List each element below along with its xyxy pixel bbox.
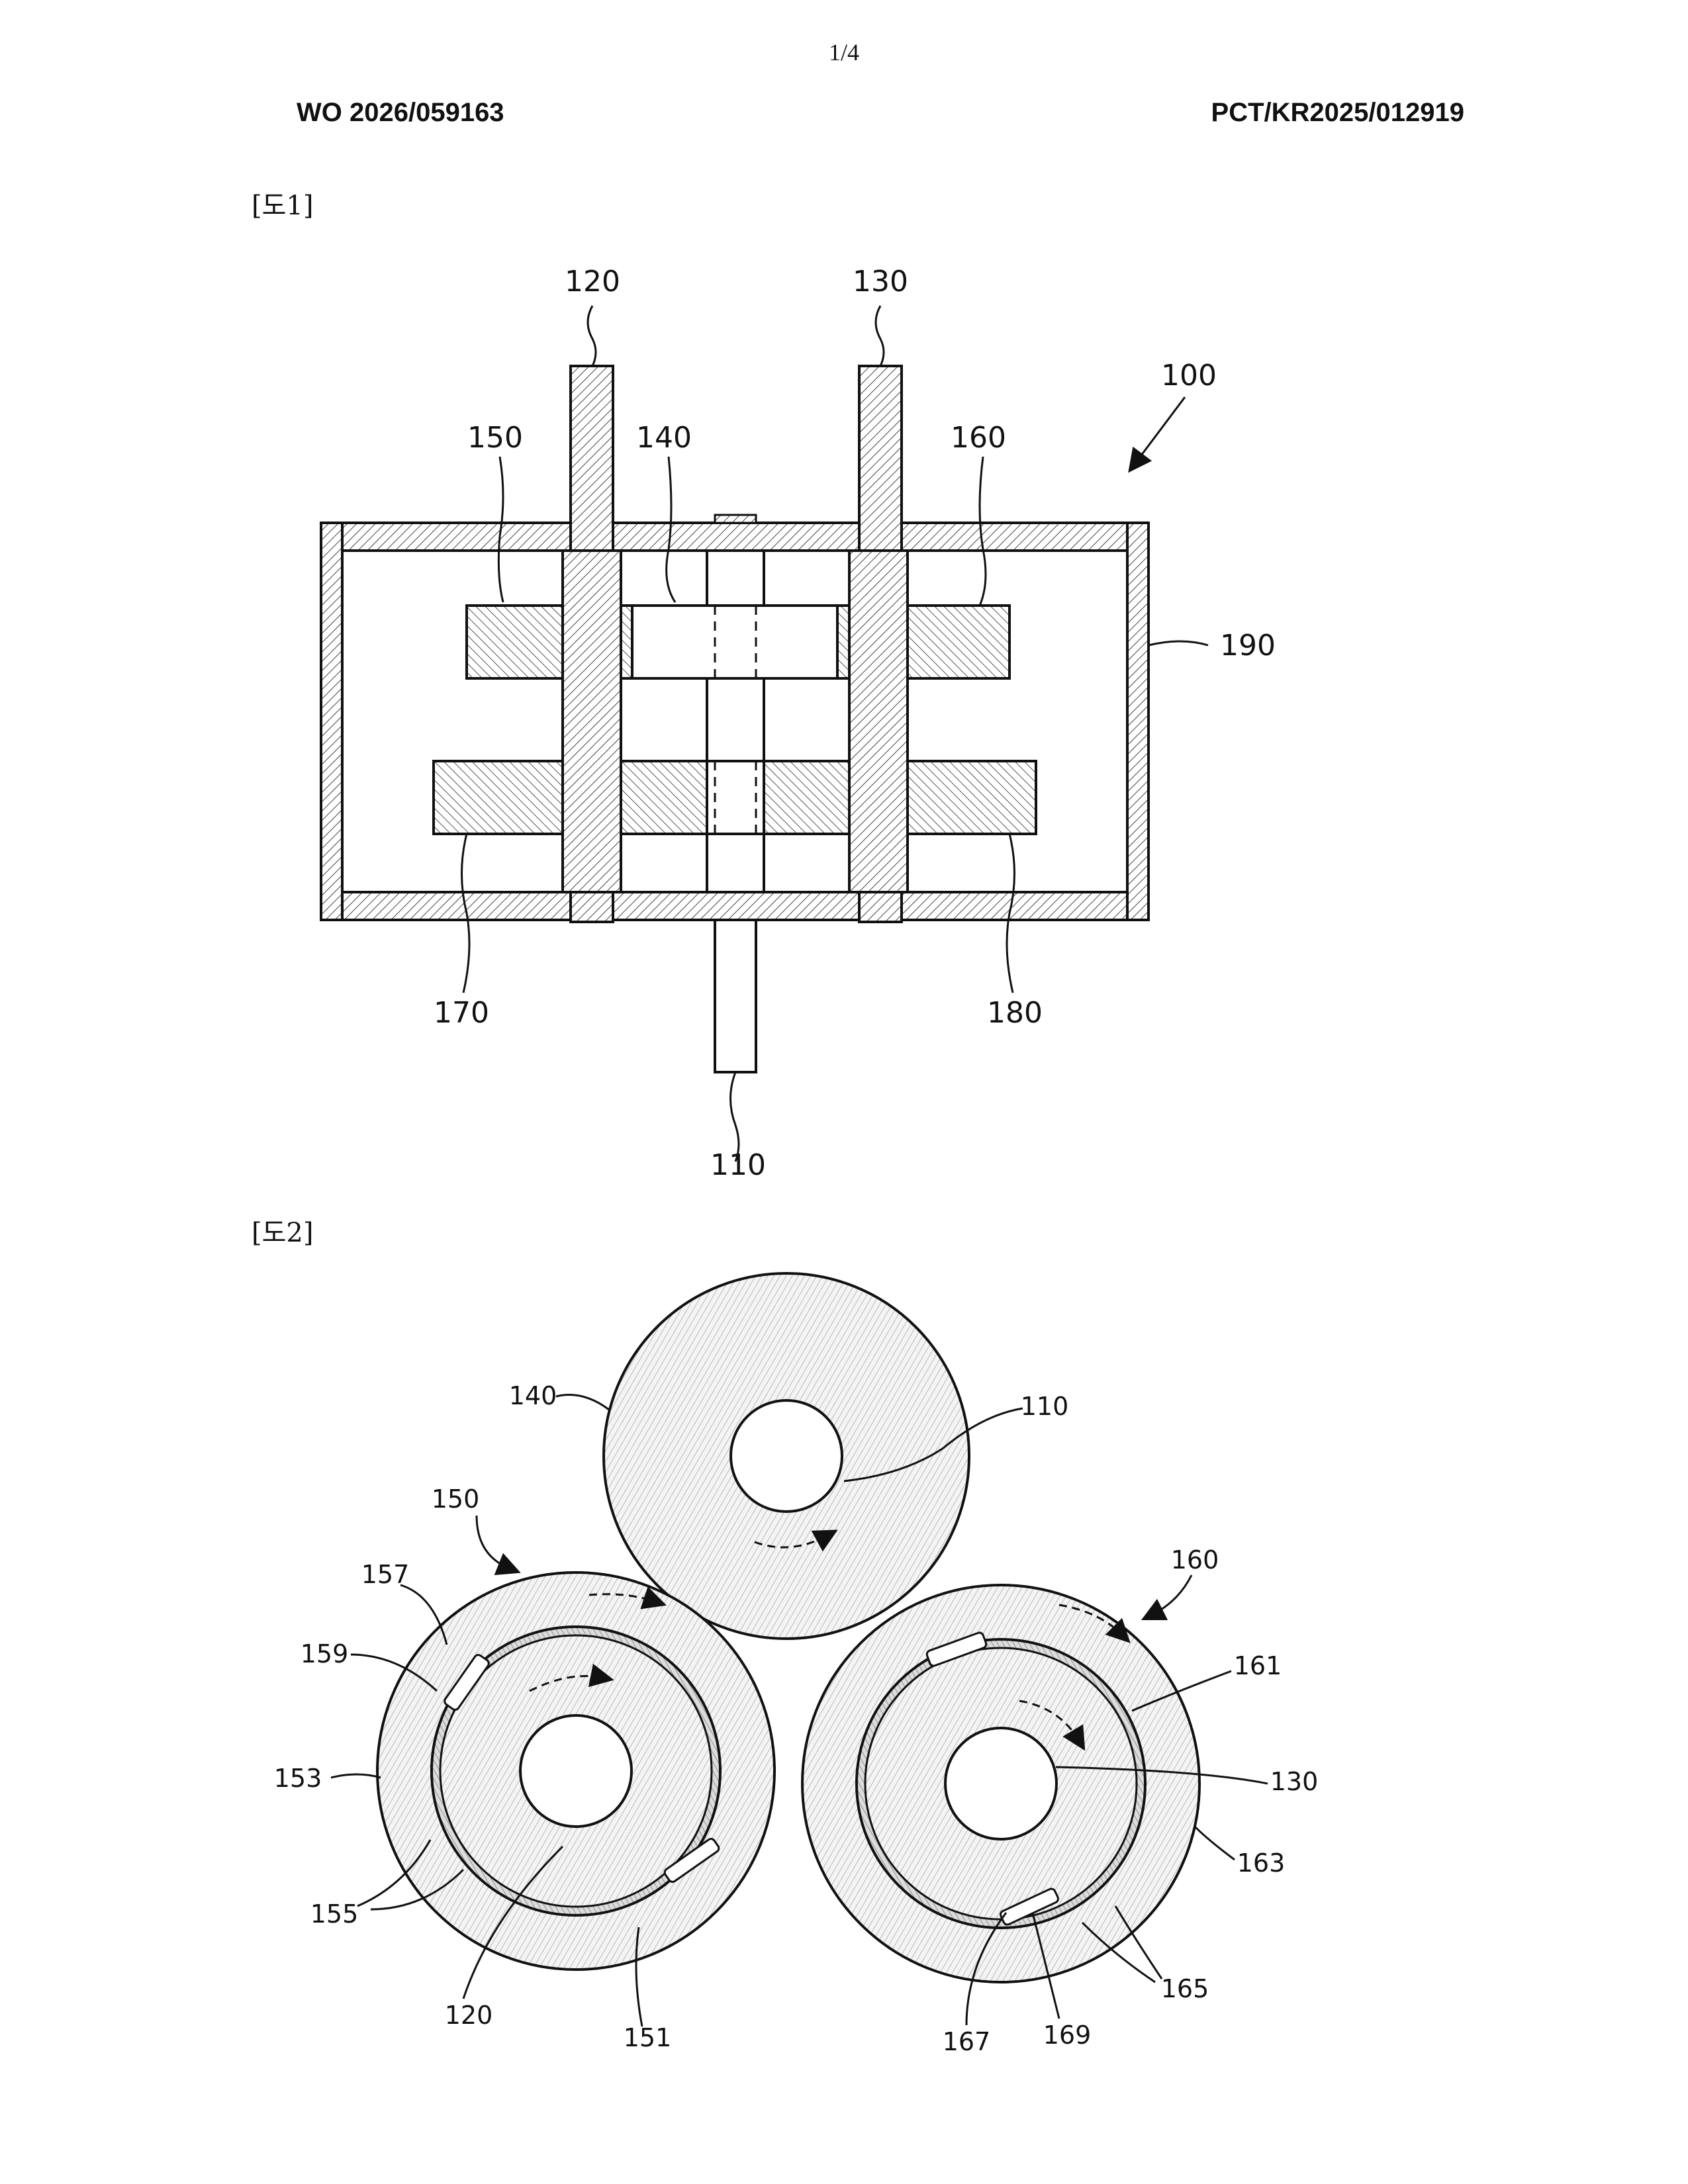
fig2-label-110: 110 <box>1021 1392 1069 1421</box>
housing-right-wall <box>1127 523 1149 920</box>
fig2-label-155: 155 <box>310 1899 359 1929</box>
fig2-label-120: 120 <box>445 2001 493 2030</box>
figure-2: 140 110 150 157 159 153 155 120 151 160 … <box>274 1273 1319 2056</box>
figure-1: 120 130 100 150 140 160 190 170 180 110 <box>321 265 1276 1182</box>
fig2-label-165: 165 <box>1161 1974 1209 2003</box>
label-150: 150 <box>467 421 523 455</box>
fig2-label-140: 140 <box>509 1381 557 1410</box>
housing-top-wall <box>321 523 1149 551</box>
fig2-right-shaft-130 <box>945 1728 1056 1839</box>
fig2-label-130: 130 <box>1270 1767 1319 1796</box>
fig2-label-163: 163 <box>1237 1848 1286 1878</box>
label-100: 100 <box>1161 359 1217 392</box>
fig2-label-157: 157 <box>361 1560 410 1589</box>
center-shaft-110 <box>715 920 756 1072</box>
fig2-center-shaft-110 <box>731 1400 842 1512</box>
label-130: 130 <box>853 265 908 298</box>
label-110: 110 <box>710 1148 766 1182</box>
label-170: 170 <box>434 996 489 1030</box>
fig2-label-167: 167 <box>943 2027 991 2056</box>
fig2-label-151: 151 <box>624 2023 672 2052</box>
label-120: 120 <box>565 265 620 298</box>
fig2-label-150: 150 <box>432 1484 480 1514</box>
label-190: 190 <box>1220 629 1276 662</box>
housing-bottom-wall <box>321 892 1149 920</box>
label-160: 160 <box>951 421 1006 455</box>
center-gear-140 <box>632 606 837 678</box>
center-shaft-column <box>707 551 764 892</box>
fig2-left-shaft-120 <box>520 1715 632 1827</box>
fig2-label-169: 169 <box>1043 2021 1092 2050</box>
fig2-label-161: 161 <box>1234 1651 1282 1680</box>
housing-left-wall <box>321 523 342 920</box>
fig2-label-160: 160 <box>1171 1545 1219 1574</box>
label-140: 140 <box>636 421 692 455</box>
fig2-label-159: 159 <box>301 1639 349 1668</box>
label-180: 180 <box>987 996 1043 1030</box>
center-cap <box>715 515 756 523</box>
fig2-label-153: 153 <box>274 1764 322 1793</box>
